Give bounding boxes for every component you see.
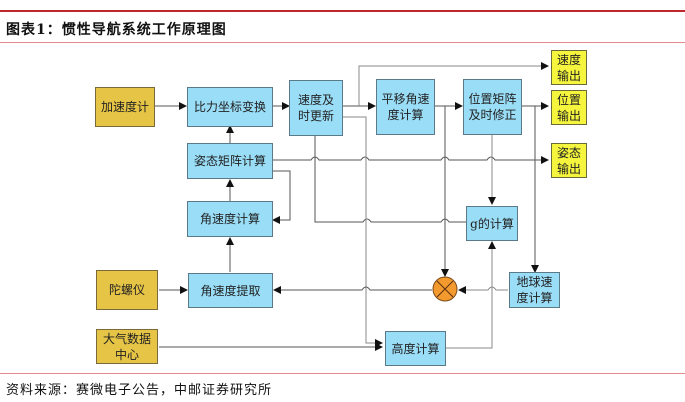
node-gyroscope: 陀螺仪 [96, 270, 158, 310]
edge-velocity-output [358, 62, 549, 106]
figure-title: 图表1：惯性导航系统工作原理图 [6, 22, 227, 38]
edge-gravity-velocity [311, 124, 466, 223]
node-attitude-output: 姿态 输出 [551, 143, 587, 178]
node-angular-rate-extract: 角速度提取 [188, 273, 273, 308]
node-velocity-output: 速度 输出 [551, 50, 587, 85]
edge-attitude-output [272, 156, 549, 164]
title-rule [0, 10, 685, 12]
node-gravity-calc: g的计算 [466, 206, 518, 241]
node-translation-rate: 平移角速 度计算 [376, 79, 435, 135]
node-air-data: 大气数据 中心 [96, 329, 158, 364]
edge-junction-extract [273, 286, 432, 294]
title-divider [0, 42, 685, 43]
node-angular-rate-calc: 角速度计算 [187, 201, 273, 237]
node-attitude-matrix: 姿态矩阵计算 [187, 143, 273, 179]
edge-earth-junction [458, 286, 508, 294]
source-note: 资料来源：赛微电子公告，中邮证券研究所 [6, 383, 273, 398]
node-earth-rate-calc: 地球速 度计算 [509, 272, 560, 308]
node-position-matrix: 位置矩阵 及时修正 [463, 79, 522, 135]
node-velocity-update: 速度及 时更新 [289, 80, 343, 136]
node-force-transform: 比力坐标变换 [187, 87, 273, 127]
edge-attitude-loop [272, 170, 291, 224]
edge-altitude-gravity [446, 241, 496, 349]
edge-velocity-altitude [342, 116, 383, 347]
node-accelerometer: 加速度计 [95, 87, 155, 127]
node-position-output: 位置 输出 [551, 90, 587, 125]
source-divider [0, 373, 685, 374]
summing-junction-icon [432, 276, 458, 302]
node-altitude-calc: 高度计算 [385, 331, 446, 366]
